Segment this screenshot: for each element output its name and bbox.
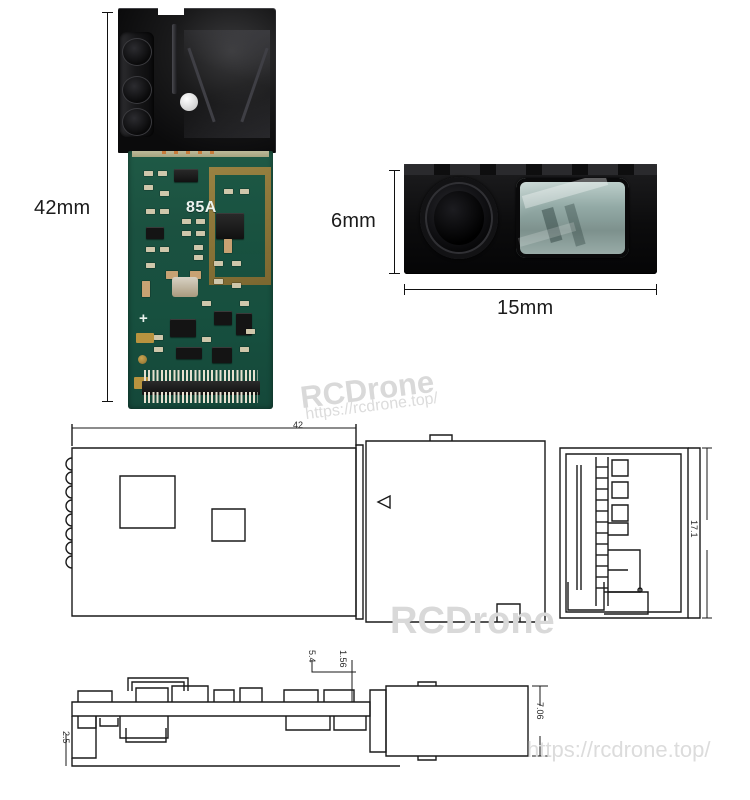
optical-housing <box>118 8 276 153</box>
watermark-url: https://rcdrone.top/ <box>527 737 711 762</box>
pcb-resistor <box>144 185 153 190</box>
pcb-resistor <box>160 247 169 252</box>
pcb-resistor <box>144 171 153 176</box>
lens-reflection <box>521 178 609 209</box>
emitter-lens <box>420 177 498 259</box>
mounting-hole <box>180 93 198 111</box>
drawing-side-view-right <box>560 448 700 618</box>
housing-vee-recess <box>184 30 270 138</box>
pcb-capacitor <box>142 281 150 297</box>
pcb-resistor <box>146 247 155 252</box>
tech-label-17-1: 17.1 <box>689 520 699 538</box>
barrel-ring <box>122 38 152 66</box>
pcb-ic <box>216 213 244 239</box>
pcb-resistor <box>196 231 205 236</box>
housing-notch <box>158 8 184 15</box>
dimension-leaders-bottom <box>312 660 356 702</box>
pcb-resistor <box>240 347 249 352</box>
product-photo-module-side: 85A + <box>112 8 280 409</box>
pcb-inductor <box>172 277 198 297</box>
pcb-capacitor <box>224 239 232 253</box>
pcb-resistor <box>196 219 205 224</box>
pcb-resistor <box>160 191 169 196</box>
ffc-pins-top <box>144 370 258 381</box>
pcb-resistor <box>224 189 233 194</box>
housing-solder-tabs <box>162 151 220 154</box>
pcb-capacitor <box>190 271 201 279</box>
drawing-top-view <box>66 435 545 622</box>
pcb-resistor <box>182 219 191 224</box>
pcb-ic <box>176 347 202 359</box>
dimension-17-1 <box>702 448 712 618</box>
dimension-rule-15mm <box>404 284 657 295</box>
pcb-resistor <box>214 261 223 266</box>
pcb-ic <box>146 227 164 239</box>
tech-label-42: 42 <box>293 420 304 430</box>
lens-housing <box>404 164 657 274</box>
pcb-resistor <box>232 283 241 288</box>
dimension-label-6mm: 6mm <box>331 210 377 232</box>
pcb-resistor <box>194 255 203 260</box>
tech-label-2-5: 2.5 <box>61 731 71 744</box>
pcb-resistor <box>240 189 249 194</box>
pcb-board: 85A + <box>128 151 273 409</box>
tech-label-7-06: 7.06 <box>535 702 545 720</box>
pcb-ic <box>170 319 196 337</box>
pcb-resistor <box>182 231 191 236</box>
pcb-resistor <box>240 301 249 306</box>
dimension-label-15mm: 15mm <box>497 297 554 319</box>
dimension-rule-6mm <box>389 170 400 274</box>
receiver-lens <box>516 178 629 258</box>
tech-label-1-56: 1.56 <box>338 650 348 668</box>
pcb-ic <box>214 311 232 325</box>
pcb-resistor <box>154 335 163 340</box>
pcb-resistor <box>154 347 163 352</box>
pcb-ic <box>174 169 198 182</box>
ffc-body <box>142 381 260 395</box>
product-photo-lens-front <box>404 164 657 274</box>
barrel-ring <box>122 76 152 104</box>
barrel-ring <box>122 108 152 136</box>
pcb-resistor <box>158 171 167 176</box>
pcb-resistor <box>202 337 211 342</box>
technical-drawings <box>0 410 750 800</box>
pcb-ic <box>212 347 232 363</box>
ffc-connector <box>142 369 260 403</box>
pcb-resistor <box>214 279 223 284</box>
dimension-rule-42mm <box>102 12 113 402</box>
pcb-resistor <box>160 209 169 214</box>
pcb-resistor <box>246 329 255 334</box>
pcb-polarity-marking: + <box>139 310 148 327</box>
dimension-7-06 <box>532 686 548 756</box>
drawing-bottom-side-view <box>72 678 528 766</box>
pcb-test-pad <box>136 333 154 343</box>
watermark-brand: RCDrone <box>390 600 555 642</box>
pcb-resistor <box>194 245 203 250</box>
pcb-resistor <box>202 301 211 306</box>
ffc-pins-bottom <box>144 392 258 403</box>
solder-strip <box>132 151 269 157</box>
pcb-capacitor <box>166 271 178 279</box>
pcb-resistor <box>146 263 155 268</box>
pcb-silkscreen-label: 85A <box>186 199 217 216</box>
tech-label-5-4: 5.4 <box>307 650 317 663</box>
pcb-resistor <box>232 261 241 266</box>
pcb-resistor <box>146 209 155 214</box>
housing-rib <box>172 24 177 94</box>
dimension-label-42mm: 42mm <box>34 197 91 219</box>
housing-top-rail <box>404 164 657 175</box>
dimension-42-top <box>72 424 356 446</box>
pcb-via <box>138 355 147 364</box>
